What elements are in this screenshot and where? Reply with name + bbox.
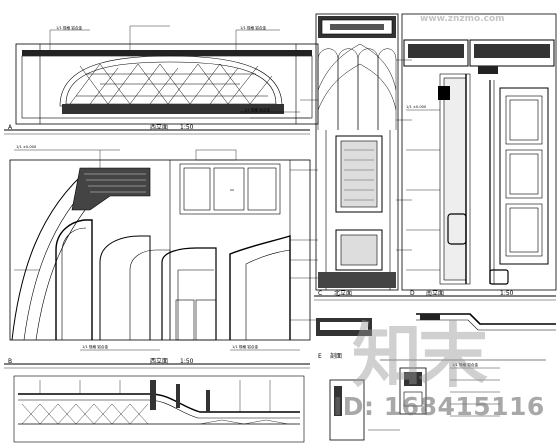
- annotation-1: 1/1 规格 铝合金: [56, 25, 82, 30]
- annotation-7: 1/1 ±0.000: [406, 105, 427, 109]
- elevation-c: [315, 13, 412, 291]
- elevation-d: [401, 13, 557, 291]
- annotation-5: 1/1 规格 铝合金: [232, 344, 258, 349]
- watermark-id: ID: 168415116: [333, 392, 545, 421]
- annotation-8: 1/1 规格 铝合金: [452, 362, 478, 367]
- section-bottom-left: [13, 375, 305, 443]
- title-bar-b: B 西立面 1:50: [4, 357, 310, 369]
- elevation-a: [15, 25, 319, 125]
- title-e-name: 剖面: [330, 352, 342, 360]
- title-c-number: C: [318, 290, 322, 297]
- title-a-name: 西立面: [150, 123, 168, 131]
- title-d-name: 南立面: [426, 289, 444, 297]
- title-bar-cd: C 北立面 D 南立面 1:50: [314, 289, 556, 301]
- detail-sections: E 剖面: [316, 313, 556, 441]
- annotation-4: 1/1 规格 铝合金: [82, 344, 108, 349]
- title-c-name: 北立面: [334, 289, 352, 297]
- title-bar-a: A 西立面 1:50: [4, 123, 310, 135]
- title-d-scale: 1:50: [500, 290, 514, 297]
- title-b-name: 西立面: [150, 357, 168, 365]
- elevation-b: [9, 149, 318, 351]
- title-a-scale: 1:50: [180, 124, 194, 131]
- watermark-site: www.znzmo.com: [420, 14, 505, 24]
- title-d-number: D: [410, 290, 415, 297]
- title-b-scale: 1:50: [180, 358, 194, 365]
- annotation-6: 1/1 ±0.000: [16, 145, 37, 149]
- title-a-number: A: [8, 124, 13, 131]
- watermark-logo: 知末: [352, 315, 488, 397]
- annotation-2: 1/1 规格 铝合金: [240, 25, 266, 30]
- title-e-number: E: [318, 353, 322, 360]
- title-b-number: B: [8, 358, 12, 365]
- annotation-labels: 1/1 规格 铝合金 1/1 规格 铝合金 1/1 规格 铝合金 1/1 规格 …: [16, 25, 478, 367]
- annotation-3: 1/1 规格 铝合金: [244, 107, 270, 112]
